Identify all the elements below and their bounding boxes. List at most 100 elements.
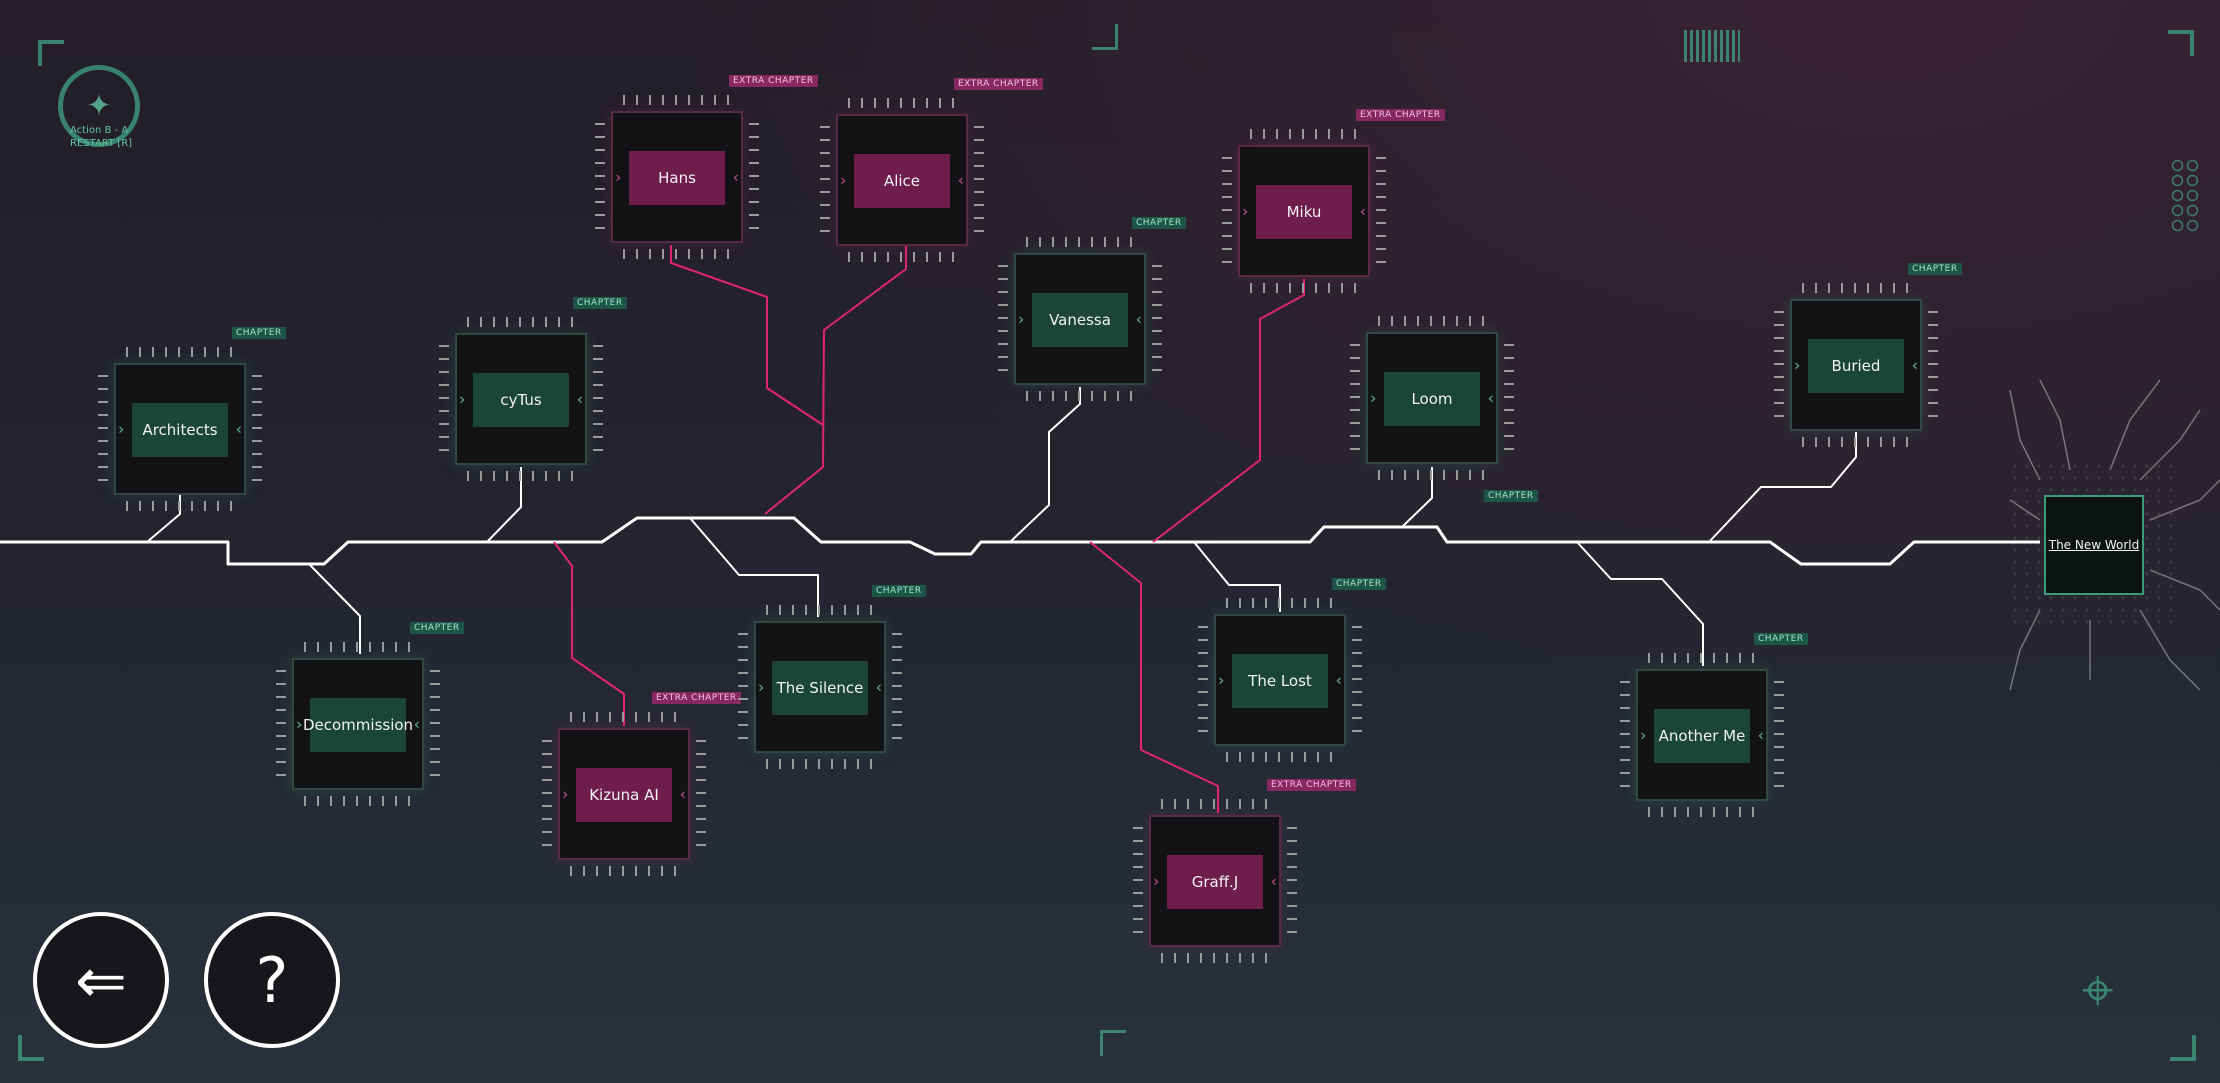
chevron-right-icon: ›: [296, 714, 303, 734]
chapter-node-the-silence[interactable]: › The Silence ‹ CHAPTER: [738, 585, 926, 769]
extra-node-hans[interactable]: › Hans ‹ EXTRA CHAPTER: [595, 75, 818, 259]
chevron-right-icon: ›: [1153, 871, 1160, 891]
branch-another-me: [1576, 541, 1704, 666]
final-chip-traces: [2009, 379, 2220, 691]
branch-miku: [1152, 279, 1305, 543]
chevron-right-icon: ›: [615, 167, 622, 187]
corner-bracket-icon: [2170, 1035, 2196, 1061]
chapter-node-buried[interactable]: › Buried ‹ CHAPTER: [1774, 263, 1962, 447]
branch-hans: [670, 245, 824, 426]
extra-node-kizuna-ai[interactable]: › Kizuna AI ‹ EXTRA CHAPTER: [542, 692, 741, 876]
chevron-left-icon: ‹: [413, 714, 420, 734]
chevron-right-icon: ›: [1242, 201, 1249, 221]
chapter-node-another-me[interactable]: ›Another Me‹CHAPTER: [1620, 633, 1808, 817]
chevron-left-icon: ‹: [235, 419, 242, 439]
chevron-right-icon: ›: [1640, 725, 1647, 745]
back-arrow-icon: ⇐: [75, 943, 127, 1017]
chevron-left-icon: ‹: [957, 170, 964, 190]
barcode-icon: [1684, 30, 1740, 62]
chevron-left-icon: ‹: [1270, 871, 1277, 891]
branch-buried: [1708, 432, 1857, 543]
chapter-node-decommission[interactable]: ›Decommission‹CHAPTER: [276, 622, 464, 806]
corner-bracket-icon: [38, 40, 64, 66]
branch-decommission: [308, 563, 361, 654]
chapter-tag: CHAPTER: [1132, 217, 1186, 229]
branch-graffj: [1089, 541, 1219, 813]
chevron-right-icon: ›: [840, 170, 847, 190]
node-label: The Lost: [1232, 654, 1328, 708]
chevron-right-icon: ›: [459, 389, 466, 409]
main-line: [0, 516, 2040, 566]
node-label: Miku: [1256, 185, 1352, 239]
node-label: Kizuna AI: [576, 768, 672, 822]
chapter-tag: CHAPTER: [1908, 263, 1962, 275]
chevron-left-icon: ‹: [576, 389, 583, 409]
chevron-left-icon: ‹: [1487, 388, 1494, 408]
chevron-right-icon: ›: [562, 784, 569, 804]
question-icon: ?: [255, 943, 289, 1017]
chapter-tag: CHAPTER: [1332, 578, 1386, 590]
hud-text: Action B - A RESTART [R]: [70, 124, 132, 150]
chapter-node-the-lost[interactable]: ›The Lost‹CHAPTER: [1198, 578, 1386, 762]
extra-chapter-tag: EXTRA CHAPTER: [954, 78, 1043, 90]
extra-node-miku[interactable]: › Miku ‹ EXTRA CHAPTER: [1222, 109, 1445, 293]
chevron-right-icon: ›: [758, 677, 765, 697]
chevron-left-icon: ‹: [679, 784, 686, 804]
extra-node-alice[interactable]: › Alice ‹ EXTRA CHAPTER: [820, 78, 1043, 262]
chevron-right-icon: ›: [1370, 388, 1377, 408]
branch-architects: [146, 493, 181, 543]
node-label: Decommission: [303, 698, 413, 752]
chevron-left-icon: ‹: [1335, 670, 1342, 690]
corner-bracket-icon: [1100, 1030, 1126, 1056]
chapter-node-loom[interactable]: › Loom ‹ CHAPTER: [1350, 316, 1538, 502]
crosshair-icon: ✦: [86, 88, 112, 124]
node-label: Buried: [1808, 339, 1904, 393]
node-label: Graff.J: [1167, 855, 1263, 909]
node-label: The Silence: [772, 661, 868, 715]
back-button[interactable]: ⇐: [33, 912, 169, 1048]
chevron-right-icon: ›: [118, 419, 125, 439]
extra-chapter-tag: EXTRA CHAPTER: [729, 75, 818, 87]
node-label: cyTus: [473, 373, 569, 427]
action-hint: Action B - A: [70, 125, 129, 136]
branch-silence: [689, 517, 819, 617]
node-label: The New World: [2048, 538, 2140, 552]
chapter-node-architects[interactable]: › Architects ‹ CHAPTER: [98, 327, 286, 511]
node-label: Alice: [854, 154, 950, 208]
chevron-right-icon: ›: [1794, 355, 1801, 375]
branch-vanessa: [1009, 387, 1081, 543]
restart-hint: RESTART [R]: [70, 138, 133, 149]
corner-bracket-icon: [18, 1035, 44, 1061]
chapter-node-cytus[interactable]: › cyTus ‹ CHAPTER: [439, 297, 627, 481]
chapter-tag: CHAPTER: [573, 297, 627, 309]
node-label: Vanessa: [1032, 293, 1128, 347]
branch-kizuna: [553, 541, 625, 726]
extra-chapter-tag: EXTRA CHAPTER: [652, 692, 741, 704]
chevron-left-icon: ‹: [1135, 309, 1142, 329]
node-label: Hans: [629, 151, 725, 205]
restart-ring[interactable]: ✦: [58, 65, 140, 147]
chevron-left-icon: ‹: [875, 677, 882, 697]
corner-bracket-icon: [1092, 24, 1118, 50]
chevron-right-icon: ›: [1018, 309, 1025, 329]
chapter-node-vanessa[interactable]: › Vanessa ‹ CHAPTER: [998, 217, 1186, 401]
corner-bracket-icon: [2168, 30, 2194, 56]
chapter-tag: CHAPTER: [1484, 490, 1538, 502]
final-node-the-new-world[interactable]: The New World: [2044, 495, 2144, 595]
help-button[interactable]: ?: [204, 912, 340, 1048]
chevron-left-icon: ‹: [732, 167, 739, 187]
extra-node-graff-j[interactable]: › Graff.J ‹ EXTRA CHAPTER: [1133, 779, 1356, 963]
chevron-left-icon: ‹: [1911, 355, 1918, 375]
chevron-left-icon: ‹: [1359, 201, 1366, 221]
chapter-tag: CHAPTER: [1754, 633, 1808, 645]
branch-alice: [764, 246, 907, 515]
extra-chapter-tag: EXTRA CHAPTER: [1267, 779, 1356, 791]
target-icon: ⌖: [2082, 958, 2114, 1023]
chapter-tag: CHAPTER: [232, 327, 286, 339]
chapter-tag: CHAPTER: [872, 585, 926, 597]
node-label: Another Me: [1654, 709, 1750, 763]
node-label: Architects: [132, 403, 228, 457]
extra-chapter-tag: EXTRA CHAPTER: [1356, 109, 1445, 121]
node-label: Loom: [1384, 372, 1480, 426]
